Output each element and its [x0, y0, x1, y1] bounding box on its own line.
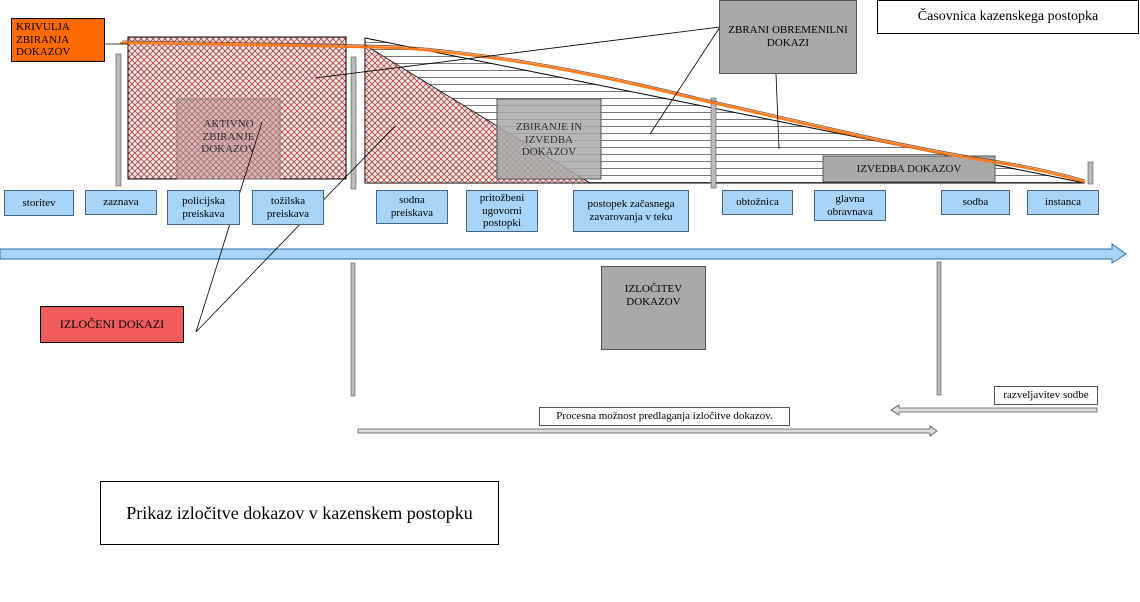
aktivno-label: AKTIVNO ZBIRANJE DOKAZOV	[201, 118, 256, 156]
phase-box: sodna preiskava	[376, 190, 448, 224]
marker-bar	[350, 262, 356, 397]
collection-curve	[119, 41, 1086, 184]
phase-box: tožilska preiskava	[252, 190, 324, 225]
izvedba-label: IZVEDBA DOKAZOV	[856, 162, 962, 175]
phase-box: storitev	[4, 190, 74, 216]
izlocitev-box: IZLOČITEV DOKAZOV	[601, 266, 706, 350]
connector-line	[314, 26, 721, 79]
zbrani-dokazi-box: ZBRANI OBREMENILNI DOKAZI	[719, 0, 857, 74]
phase-box: pritožbeni ugovorni postopki	[466, 190, 538, 232]
izvedba-dokazov-box	[822, 155, 996, 183]
phase-box: postopek začasnega zavarovanja v teku	[573, 190, 689, 232]
collection-curve-shadow	[121, 40, 1086, 181]
procesna-label: Procesna možnost predlaganja izločitve d…	[539, 407, 790, 426]
marker-bar	[350, 56, 357, 190]
phase-box: glavna obravnava	[814, 190, 886, 221]
krivulja-label: KRIVULJA ZBIRANJA DOKAZOV	[11, 18, 105, 62]
main-title: Prikaz izločitve dokazov v kazenskem pos…	[100, 481, 499, 545]
connector-line	[195, 125, 396, 333]
phase-box: obtožnica	[722, 190, 793, 215]
connector-line	[195, 121, 263, 333]
connector-line	[775, 73, 780, 150]
zbiranje-izvedba-box	[496, 98, 602, 180]
marker-bar	[115, 53, 122, 187]
phase-box: instanca	[1027, 190, 1099, 215]
izloceni-label: IZLOČENI DOKAZI	[40, 306, 184, 343]
procesna-arrow	[357, 425, 938, 437]
phase-box: sodba	[941, 190, 1010, 215]
zbiranje-izvedba-label: ZBIRANJE IN IZVEDBA DOKAZOV	[515, 121, 583, 159]
marker-bar	[710, 97, 717, 189]
connector-line	[649, 26, 721, 135]
razveljavitev-label: razveljavitev sodbe	[994, 386, 1098, 405]
phase-box: policijska preiskava	[167, 190, 240, 225]
phase-box: zaznava	[85, 190, 157, 215]
razveljavitev-arrow	[890, 404, 1098, 416]
marker-bar	[936, 261, 942, 396]
timeline-arrow	[0, 243, 1127, 264]
marker-bar	[1087, 161, 1094, 185]
active-collection-inner	[176, 98, 281, 180]
page-title: Časovnica kazenskega postopka	[877, 0, 1139, 34]
